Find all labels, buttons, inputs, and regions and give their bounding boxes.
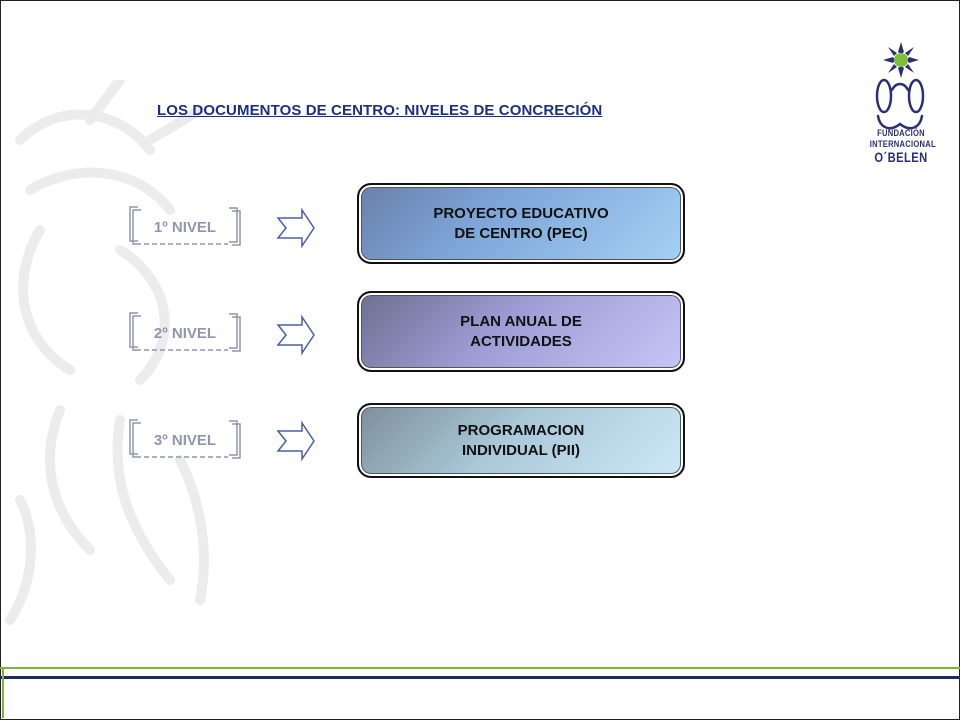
document-box-pii: PROGRAMACION INDIVIDUAL (PII) <box>357 403 685 478</box>
slide-title: LOS DOCUMENTOS DE CENTRO: NIVELES DE CON… <box>157 102 603 119</box>
document-box-pec: PROYECTO EDUCATIVO DE CENTRO (PEC) <box>357 183 685 264</box>
level-2-tag: 2º NIVEL <box>128 311 242 355</box>
logo-wordmark: FUNDACIÓN INTERNACIONAL O´BELEN <box>862 128 940 165</box>
sun-watermark-image <box>5 80 209 625</box>
footer-left-tick <box>2 667 4 718</box>
footer-navy-rule <box>0 676 960 679</box>
level-1-tag: 1º NIVEL <box>128 205 242 249</box>
box-line-1: PROGRAMACION <box>457 421 585 439</box>
level-2-label: 2º NIVEL <box>153 324 217 342</box>
arrow-right-icon <box>276 207 315 249</box>
box-line-2: INDIVIDUAL (PII) <box>461 441 581 459</box>
arrow-right-icon <box>276 314 315 356</box>
footer-green-rule <box>0 667 960 669</box>
box-line-1: PROYECTO EDUCATIVO <box>433 204 609 222</box>
level-bracket-icon <box>129 419 241 459</box>
level-bracket-icon <box>129 206 241 246</box>
level-3-tag: 3º NIVEL <box>128 418 242 462</box>
box-line-2: ACTIVIDADES <box>470 332 572 350</box>
arrow-right-icon <box>276 420 315 462</box>
logo-line-3: O´BELEN <box>874 149 928 165</box>
document-box-plan-anual: PLAN ANUAL DE ACTIVIDADES <box>357 291 685 372</box>
fundacion-logo-icon <box>875 42 925 130</box>
level-3-label: 3º NIVEL <box>153 431 217 449</box>
box-line-1: PLAN ANUAL DE <box>460 312 582 330</box>
level-1-label: 1º NIVEL <box>153 218 217 236</box>
box-line-2: DE CENTRO (PEC) <box>454 224 588 242</box>
logo-line-2: INTERNACIONAL <box>869 139 936 150</box>
logo-line-1: FUNDACIÓN <box>877 128 925 139</box>
level-bracket-icon <box>129 312 241 352</box>
